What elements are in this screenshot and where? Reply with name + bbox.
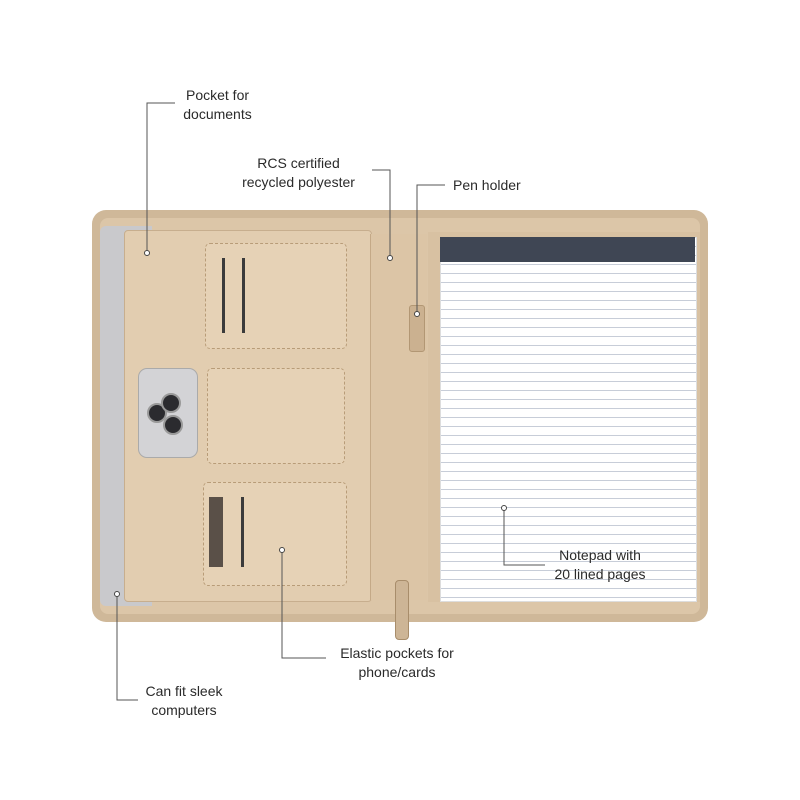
notepad-header: [440, 237, 695, 262]
callout-dot: [387, 255, 393, 261]
callout-dot: [414, 311, 420, 317]
callout-text: documents: [183, 106, 252, 122]
callout-pen: Pen holder: [453, 176, 521, 195]
callout-text: Notepad with: [559, 547, 641, 563]
callout-text: computers: [151, 702, 217, 718]
callout-text: RCS certified: [257, 155, 340, 171]
card-slot: [242, 258, 245, 333]
leader-line-material: [372, 169, 391, 258]
callout-elastic: Elastic pockets for phone/cards: [326, 644, 468, 682]
callout-dot: [114, 591, 120, 597]
callout-dot: [144, 250, 150, 256]
notepad: [440, 237, 697, 602]
callout-text: 20 lined pages: [554, 566, 646, 582]
card-slot: [241, 497, 244, 567]
camera-lens: [163, 415, 183, 435]
callout-text: Can fit sleek: [145, 683, 223, 699]
card-pocket-bottom: [203, 482, 347, 586]
phone: [138, 368, 198, 458]
leader-line-pen: [416, 184, 445, 313]
callout-dot: [501, 505, 507, 511]
card-pocket-top: [205, 243, 347, 349]
callout-text: phone/cards: [358, 664, 436, 680]
callout-text: Pocket for: [185, 87, 250, 103]
card-slot: [222, 258, 225, 333]
leader-line-documents: [146, 102, 175, 252]
leader-line-notepad: [503, 508, 545, 566]
callout-text: recycled polyester: [242, 174, 355, 190]
card: [209, 497, 223, 567]
callout-documents: Pocket for documents: [160, 86, 275, 124]
camera-lens: [161, 393, 181, 413]
callout-text: Pen holder: [453, 177, 521, 193]
callout-text: Elastic pockets for: [340, 645, 454, 661]
callout-computer: Can fit sleek computers: [134, 682, 234, 720]
leader-line-computer: [116, 594, 138, 701]
callout-material: RCS certified recycled polyester: [226, 154, 371, 192]
callout-notepad: Notepad with 20 lined pages: [540, 546, 660, 584]
leader-line-elastic: [281, 550, 326, 659]
callout-dot: [279, 547, 285, 553]
elastic-pocket-middle: [207, 368, 345, 464]
zipper-pull: [395, 580, 409, 640]
